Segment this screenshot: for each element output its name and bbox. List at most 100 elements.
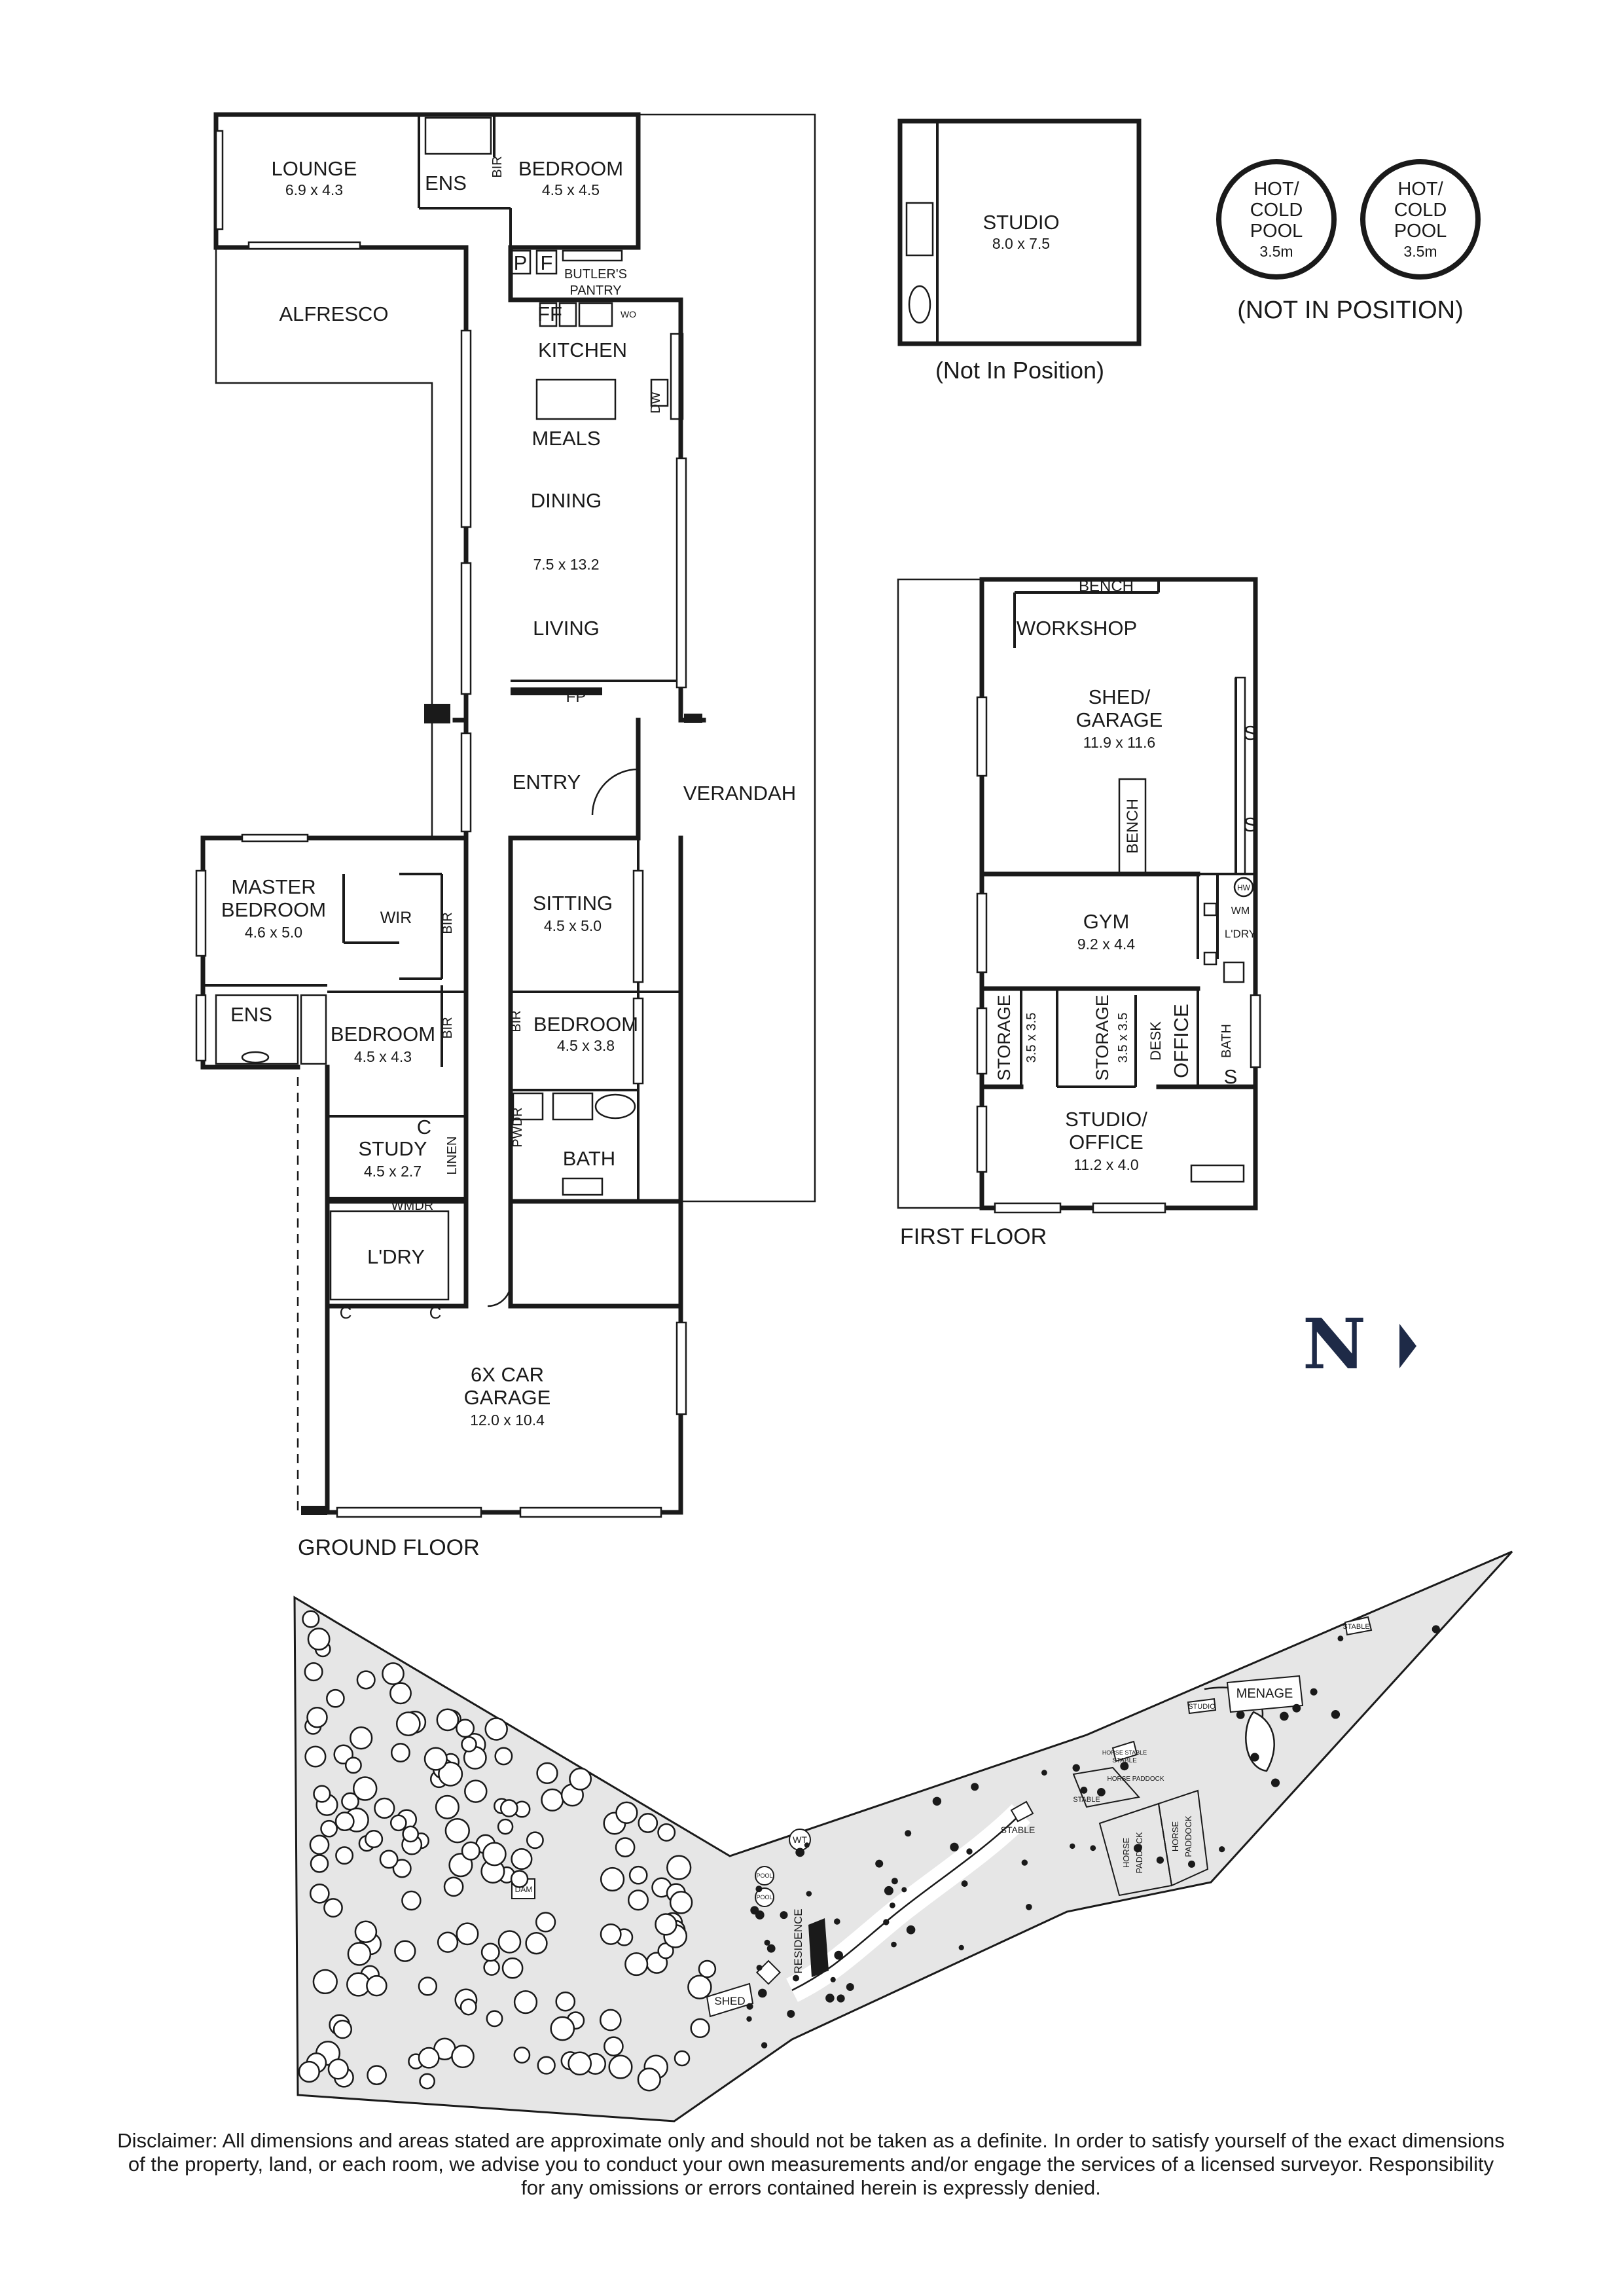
tree-icon: [615, 1801, 638, 1824]
shrub-icon: [820, 1955, 826, 1961]
pool-2-line1: HOT/: [1397, 179, 1443, 200]
tree-icon: [354, 1920, 378, 1943]
tree-icon: [525, 1932, 548, 1955]
shed-label: SHED/: [1089, 685, 1151, 708]
tree-icon: [401, 1890, 422, 1911]
wall-oven-label: WO: [621, 309, 636, 319]
tree-icon: [389, 1814, 407, 1832]
garage-dim: 12.0 x 10.4: [470, 1412, 545, 1429]
site-residence-label: RESIDENCE: [792, 1908, 804, 1973]
tree-icon: [313, 1785, 331, 1803]
shrub-icon: [787, 2010, 795, 2018]
washing-machine-label: WM: [1231, 905, 1250, 917]
bir-master-label: BIR: [441, 912, 455, 934]
first-floor-plan: [897, 577, 1261, 1214]
tree-icon: [608, 2054, 633, 2079]
tree-icon: [657, 1823, 676, 1842]
shelf-s3: S: [1224, 1065, 1238, 1088]
tree-icon: [312, 1969, 338, 1995]
tree-icon: [379, 1850, 399, 1869]
site-shed-label: SHED: [714, 1995, 745, 2007]
shrub-icon: [764, 1939, 770, 1946]
butlers-pantry-label: BUTLER'S: [564, 267, 627, 282]
shrub-icon: [750, 1906, 759, 1915]
pool-2-line2: COLD: [1394, 200, 1447, 221]
studio-note: (Not In Position): [935, 357, 1104, 384]
study-dim: 4.5 x 2.7: [364, 1163, 422, 1180]
shrub-icon: [795, 1848, 805, 1857]
bench-top-label: BENCH: [1079, 577, 1134, 595]
tree-icon: [451, 2045, 475, 2068]
tree-icon: [394, 1940, 416, 1962]
shrub-icon: [746, 2016, 752, 2022]
first-floor-labels: BENCH WORKSHOP SHED/ GARAGE 11.9 x 11.6 …: [900, 577, 1257, 1249]
tree-icon: [298, 2060, 320, 2083]
tree-icon: [483, 1959, 500, 1976]
tree-icon: [536, 1762, 558, 1785]
tree-icon: [627, 1889, 649, 1911]
tree-icon: [367, 2065, 387, 2085]
tree-icon: [510, 1870, 529, 1888]
tree-icon: [638, 1813, 658, 1833]
shrub-icon: [761, 2042, 768, 2049]
pantry-f-label: F: [541, 251, 553, 274]
north-letter: N: [1303, 1303, 1366, 1385]
site-water-tank-label: WT: [793, 1834, 807, 1845]
storage-2-dim: 3.5 x 3.5: [1116, 1013, 1130, 1063]
tree-icon: [302, 1610, 320, 1628]
main-living-dim: 7.5 x 13.2: [533, 556, 599, 573]
tree-icon: [690, 2018, 710, 2039]
site-plan-labels: STABLE MENAGE STUDIO HORSE STABLE STABLE…: [515, 1623, 1370, 2007]
tree-icon: [599, 2009, 622, 2032]
site-stable-mid-label: STABLE: [1001, 1825, 1036, 1835]
tree-icon: [535, 1912, 556, 1933]
tree-icon: [365, 1829, 384, 1849]
shrub-icon: [834, 1950, 843, 1960]
tree-icon: [350, 1726, 373, 1750]
tree-icon: [435, 1795, 460, 1819]
studio-label: STUDIO: [982, 211, 1059, 234]
shrub-icon: [891, 1941, 897, 1948]
site-plan: [293, 1550, 1513, 2123]
tree-icon: [335, 1846, 354, 1865]
storage-2-label: STORAGE: [1092, 994, 1112, 1081]
office-label: OFFICE: [1170, 1004, 1193, 1078]
tree-icon: [568, 2051, 592, 2076]
tree-icon: [550, 2016, 575, 2041]
shrub-icon: [1271, 1778, 1280, 1787]
shrub-icon: [1156, 1856, 1164, 1864]
tree-icon: [392, 1859, 412, 1878]
shrub-icon: [1432, 1625, 1440, 1633]
site-stable-small-label: STABLE: [1112, 1757, 1137, 1764]
tree-icon: [541, 1788, 564, 1812]
tree-icon: [436, 1708, 460, 1732]
shrub-icon: [825, 1994, 835, 2003]
tree-icon: [628, 1865, 648, 1885]
tree-icon: [461, 1736, 477, 1753]
ens-master-label: ENS: [230, 1003, 272, 1026]
disclaimer-line-2: of the property, land, or each room, we …: [128, 2153, 1494, 2176]
living-label: LIVING: [533, 617, 600, 640]
site-pool-1-label: POOL: [756, 1872, 772, 1879]
pool-1-dim: 3.5m: [1259, 243, 1293, 260]
desk-label: DESK: [1147, 1021, 1164, 1061]
entry-label: ENTRY: [513, 771, 581, 793]
tree-icon: [307, 1628, 331, 1651]
shrub-icon: [1041, 1770, 1047, 1776]
pool-1-line2: COLD: [1250, 200, 1303, 221]
shrub-icon: [1292, 1704, 1301, 1713]
tree-icon: [418, 1977, 438, 1996]
shrub-icon: [1280, 1711, 1289, 1721]
first-bath-label: BATH: [1219, 1024, 1234, 1058]
bir-2-label: BIR: [441, 1017, 455, 1038]
shrub-icon: [756, 1965, 763, 1971]
tree-icon: [310, 1854, 329, 1873]
site-shrubs: [746, 1625, 1440, 2049]
site-trees: [298, 1610, 717, 2092]
shrub-icon: [793, 1975, 799, 1982]
bedroom-top-dim: 4.5 x 4.5: [542, 181, 600, 198]
shrub-icon: [806, 1891, 812, 1897]
meals-label: MEALS: [532, 427, 600, 450]
site-stable-ne-label: STABLE: [1343, 1623, 1369, 1631]
site-horse-paddock-label: HORSE PADDOCK: [1107, 1776, 1164, 1783]
